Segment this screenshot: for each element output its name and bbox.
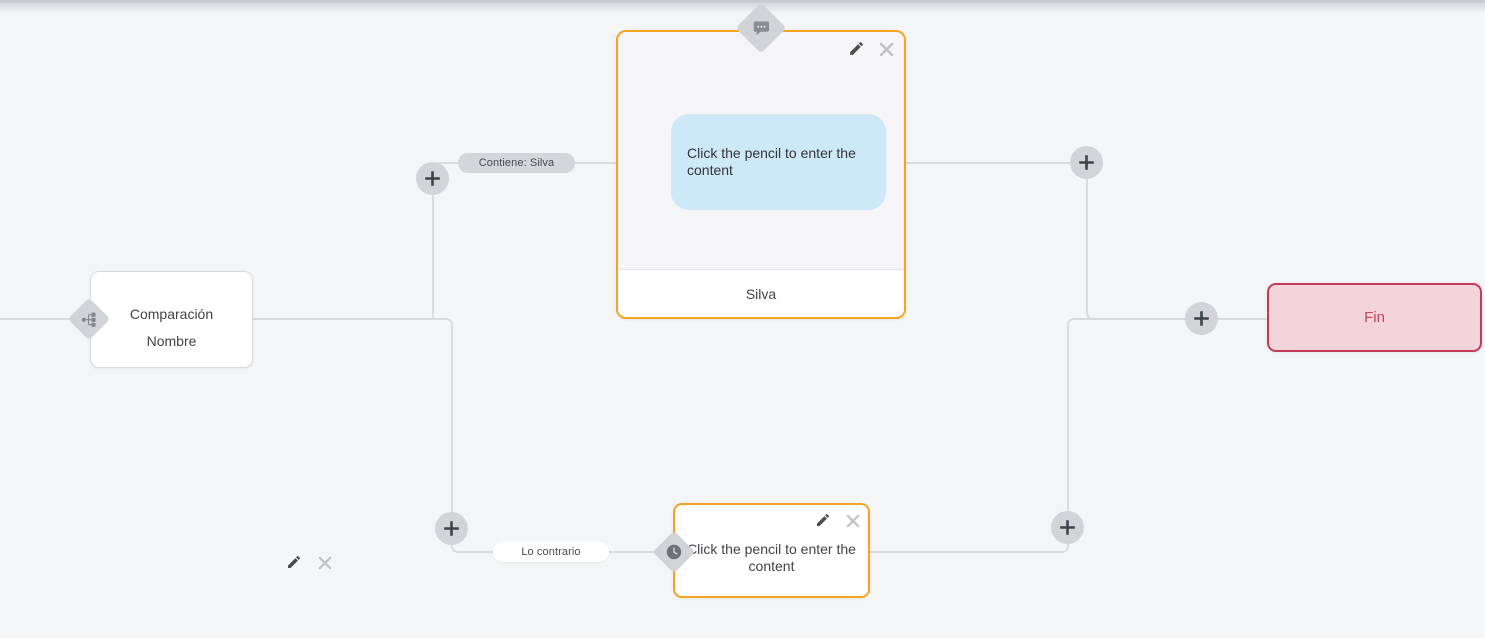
close-icon[interactable] [877, 40, 895, 58]
message-bubble: Click the pencil to enter the content [671, 114, 886, 210]
edge-delay-to-end [870, 318, 1202, 553]
end-node[interactable]: Fin [1267, 283, 1482, 352]
speech-bubble-icon [753, 20, 770, 36]
plus-icon [1194, 311, 1209, 326]
add-node-button-top-branch[interactable] [416, 162, 449, 195]
add-node-button-after-message[interactable] [1070, 146, 1103, 179]
pencil-icon[interactable] [814, 511, 832, 529]
edge-label-otherwise: Lo contrario [493, 542, 609, 562]
comparison-subtitle: Nombre [146, 333, 197, 349]
delay-node[interactable]: Click the pencil to enter the content [673, 503, 870, 598]
close-icon[interactable] [844, 512, 862, 530]
add-node-button-before-end[interactable] [1185, 302, 1218, 335]
pencil-icon[interactable] [847, 39, 865, 57]
comparison-title: Comparación [129, 306, 214, 322]
plus-icon [1079, 155, 1094, 170]
clock-icon [666, 544, 682, 560]
plus-icon [444, 521, 459, 536]
add-node-button-after-delay[interactable] [1051, 511, 1084, 544]
comparison-node[interactable]: Comparación Nombre [90, 271, 332, 570]
edge-label-contains: Contiene: Silva [458, 153, 575, 173]
edge-comparison-to-message [432, 162, 616, 319]
message-footer: Silva [618, 269, 904, 317]
edge-comparison-to-delay [253, 318, 661, 553]
delay-node-handle [652, 530, 696, 574]
close-icon[interactable] [316, 554, 334, 572]
add-node-button-bottom-branch[interactable] [435, 512, 468, 545]
plus-icon [425, 171, 440, 186]
edge-message-to-end [906, 162, 1268, 320]
comparison-node-handle [67, 297, 111, 341]
delay-placeholder: Click the pencil to enter the content [687, 540, 856, 574]
end-label: Fin [1364, 309, 1385, 326]
pencil-icon[interactable] [285, 553, 303, 571]
message-node[interactable]: Click the pencil to enter the content Si… [616, 30, 906, 319]
plus-icon [1060, 520, 1075, 535]
hierarchy-icon [81, 311, 97, 327]
message-node-handle [735, 2, 787, 54]
